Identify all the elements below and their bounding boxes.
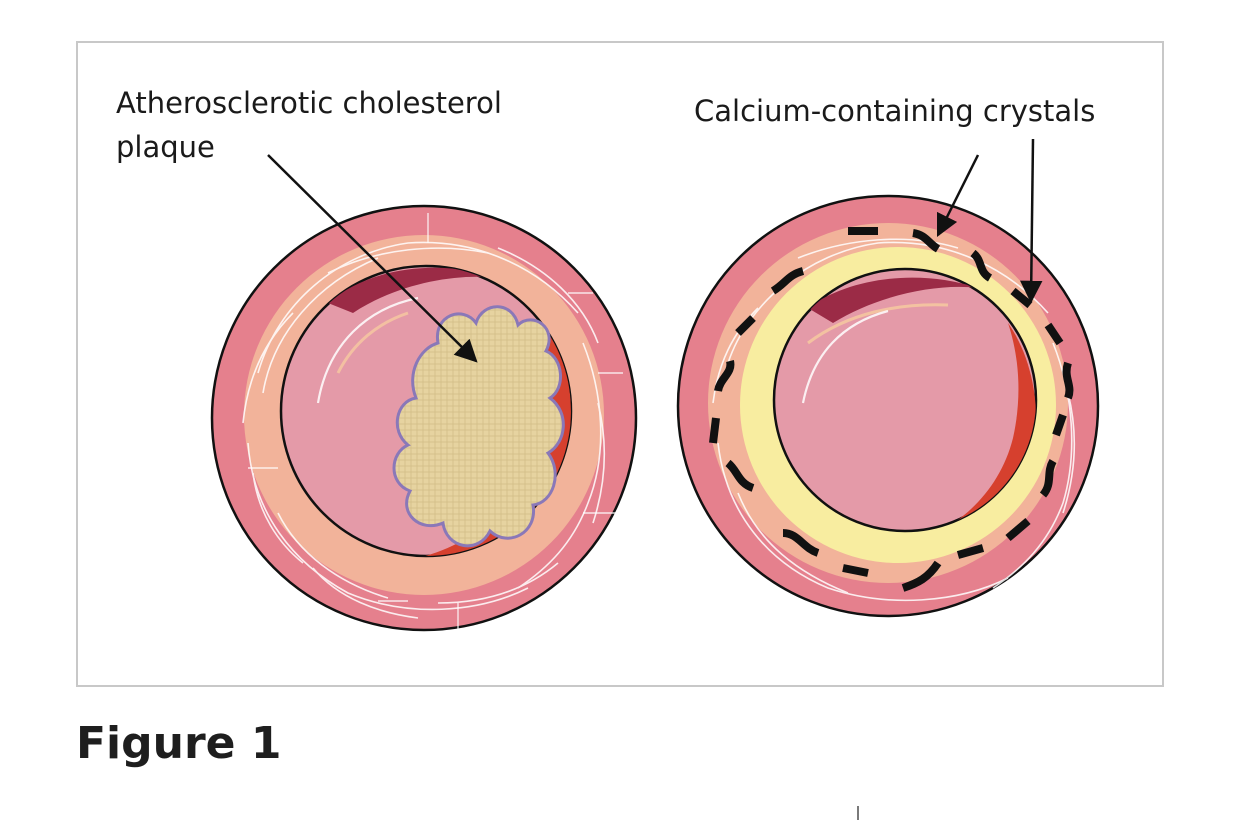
calcium-arrow-left xyxy=(936,154,980,238)
left-artery-cross-section xyxy=(210,204,638,633)
plaque-label: Atherosclerotic cholesterol plaque xyxy=(116,81,502,169)
text-cursor xyxy=(857,806,859,820)
left-wall-streaks xyxy=(248,213,623,633)
plaque-cluster xyxy=(392,305,565,548)
figure-caption: Figure 1 xyxy=(76,718,282,769)
artery-illustration xyxy=(210,138,1100,633)
right-artery-cross-section xyxy=(676,194,1100,618)
plaque-label-line2: plaque xyxy=(116,130,215,164)
plaque-label-line1: Atherosclerotic cholesterol xyxy=(116,86,502,120)
left-lumen-highlight xyxy=(316,296,419,404)
plaque-arrow xyxy=(267,154,478,363)
right-lumen-dark-crescent xyxy=(808,277,978,323)
calcium-label: Calcium-containing crystals xyxy=(694,94,1096,128)
calcium-arrow-right xyxy=(1020,138,1043,304)
calcium-crystal-dashes xyxy=(709,227,1074,592)
left-wall-fibers xyxy=(242,241,606,619)
figure-frame: Atherosclerotic cholesterol plaque Calci… xyxy=(76,41,1164,687)
right-lumen-highlight xyxy=(807,303,949,345)
left-lumen-dark-crescent xyxy=(328,267,498,313)
